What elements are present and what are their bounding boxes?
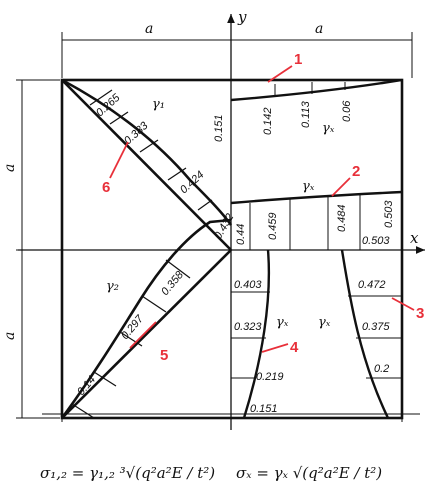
value-bc-0323: 0.323 (234, 321, 262, 333)
gamma1-band (61, 78, 233, 226)
value-mid-0459: 0.459 (267, 212, 279, 240)
gammax-label-bottom-center: γₓ (276, 315, 289, 330)
gammax-label-bottom-right: γₓ (318, 315, 331, 330)
top-gammax-curve (230, 78, 403, 102)
value-bc-0403: 0.403 (234, 279, 262, 291)
callout-4: 4 (290, 339, 299, 356)
value-br-0375: 0.375 (362, 321, 390, 333)
value-mid-0484: 0.484 (336, 204, 348, 232)
bottom-center-gammax-curve (231, 249, 271, 419)
dim-label-left-lower: a (2, 332, 18, 340)
value-top-006: 0.06 (341, 100, 353, 122)
value-mid-0503a: 0.503 (383, 200, 395, 228)
callout-leaders (109, 65, 415, 353)
formula-sigma12: σ₁,₂ = γ₁,₂ ³√(q²a²E / t²) (40, 464, 215, 482)
value-top-0142: 0.142 (262, 107, 274, 135)
dim-label-top-right: a (315, 21, 323, 37)
x-axis-label: x (410, 229, 419, 247)
plate-outline (60, 78, 404, 420)
dim-label-top-left: a (145, 21, 153, 37)
diagonals (61, 79, 232, 419)
dim-label-left-upper: a (2, 164, 18, 172)
callout-5: 5 (160, 347, 168, 364)
formula-sigmax: σₓ = γₓ √(q²a²E / t²) (236, 464, 382, 482)
value-mid-0503b: 0.503 (362, 235, 390, 247)
gammax-label-top: γₓ (322, 121, 335, 136)
gamma2-band (60, 218, 232, 419)
callout-1: 1 (294, 51, 302, 68)
value-diag-0383: 0.383 (122, 119, 151, 147)
value-br-02: 0.2 (374, 363, 389, 375)
value-mid-044: 0.44 (235, 224, 247, 245)
gammax-label-middle: γₓ (302, 179, 315, 194)
value-diag-0432: 0.432 (212, 212, 236, 242)
value-bc-0151: 0.151 (250, 403, 278, 415)
gamma1-label: γ₁ (152, 97, 165, 112)
gamma2-label: γ₂ (106, 279, 119, 294)
value-br-0472: 0.472 (358, 279, 386, 291)
middle-gammax-curve (230, 190, 403, 250)
callout-6: 6 (102, 179, 110, 196)
y-axis-label: y (237, 8, 247, 26)
callout-2: 2 (352, 163, 360, 180)
value-top-0113: 0.113 (300, 100, 312, 128)
callout-3: 3 (416, 305, 424, 322)
bottom-right-gammax-curve (340, 249, 402, 419)
value-bc-0219: 0.219 (256, 371, 284, 383)
value-top-0151: 0.151 (213, 114, 225, 142)
